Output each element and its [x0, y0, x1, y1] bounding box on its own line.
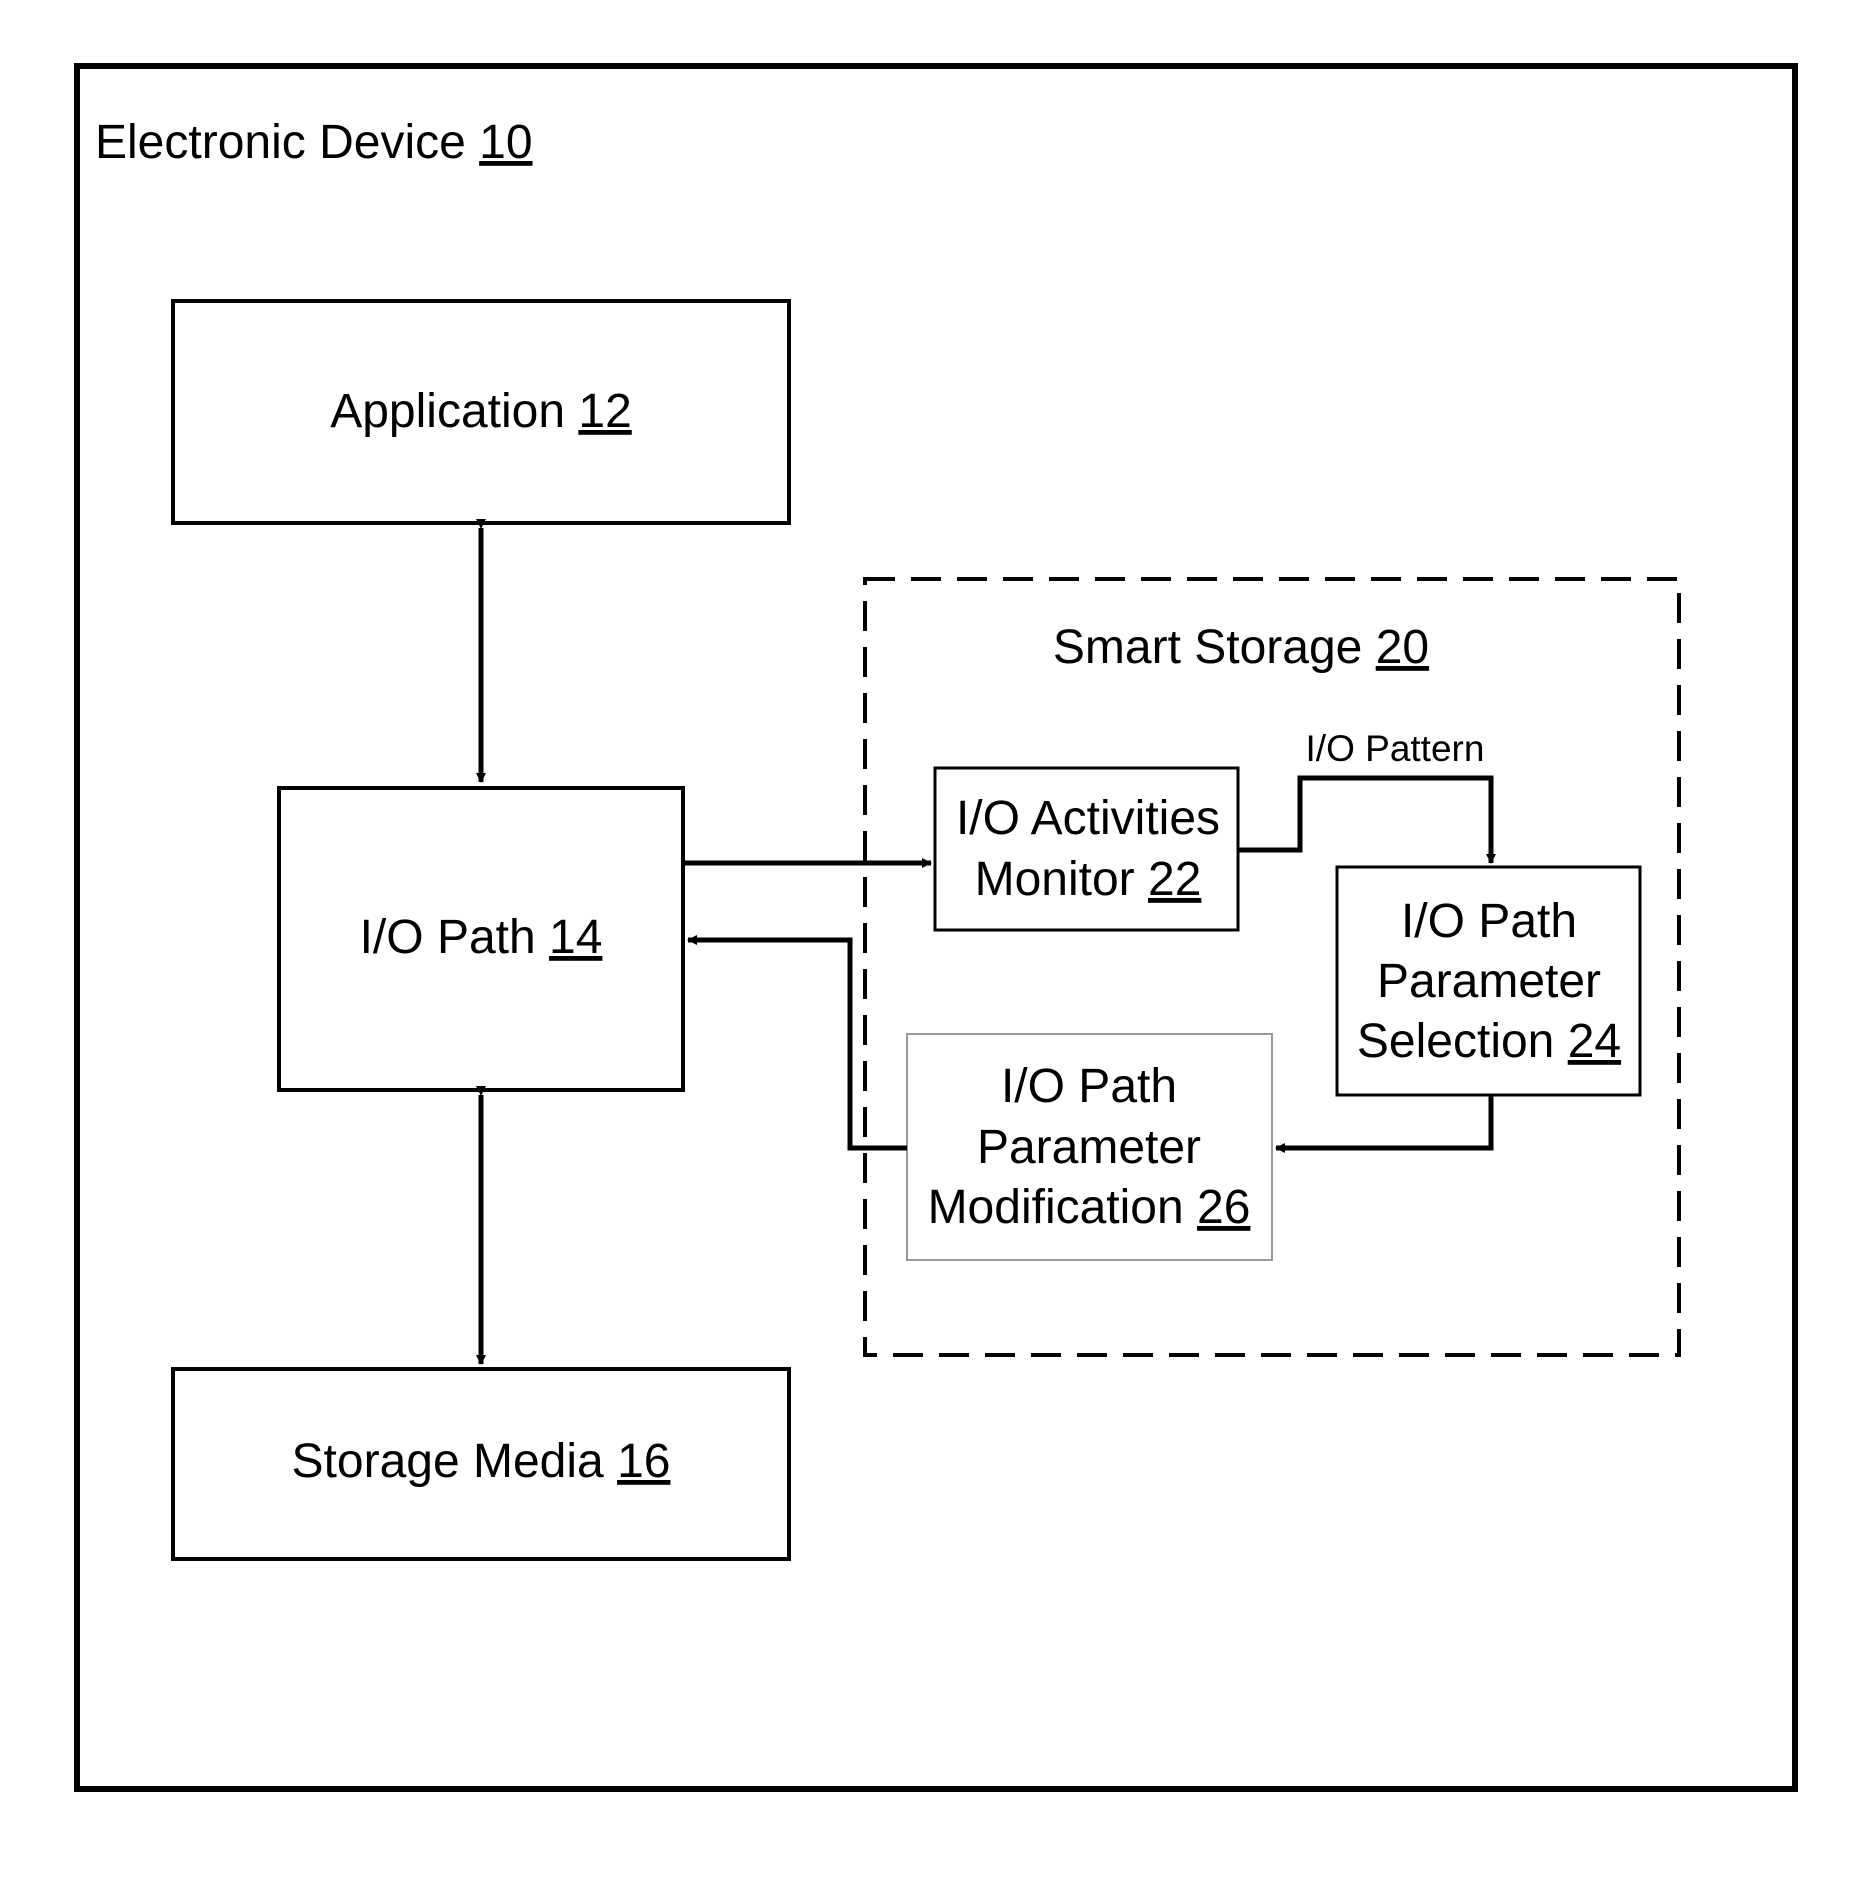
param-selection-line3: Selection 24: [1357, 1015, 1621, 1068]
storage-media-label: Storage Media 16: [292, 1435, 671, 1488]
io-activities-monitor-line1: I/O Activities: [956, 792, 1220, 845]
selection-to-modification-arrow: [1276, 1095, 1491, 1148]
param-selection-line1: I/O Path: [1401, 895, 1577, 948]
param-modification-line1: I/O Path: [1001, 1060, 1177, 1113]
param-modification-line3: Modification 26: [928, 1181, 1251, 1234]
application-label: Application 12: [330, 385, 632, 438]
io-path-label: I/O Path 14: [360, 911, 603, 964]
io-pattern-arrow: [1238, 778, 1491, 863]
param-selection-line2: Parameter: [1377, 955, 1601, 1008]
smart-storage-label: Smart Storage 20: [1053, 621, 1429, 674]
param-modification-line2: Parameter: [977, 1121, 1201, 1174]
io-pattern-label: I/O Pattern: [1306, 728, 1485, 769]
electronic-device-label: Electronic Device 10: [95, 116, 533, 169]
modification-to-io-path-arrow: [688, 940, 907, 1148]
io-activities-monitor-line2: Monitor 22: [975, 853, 1202, 906]
